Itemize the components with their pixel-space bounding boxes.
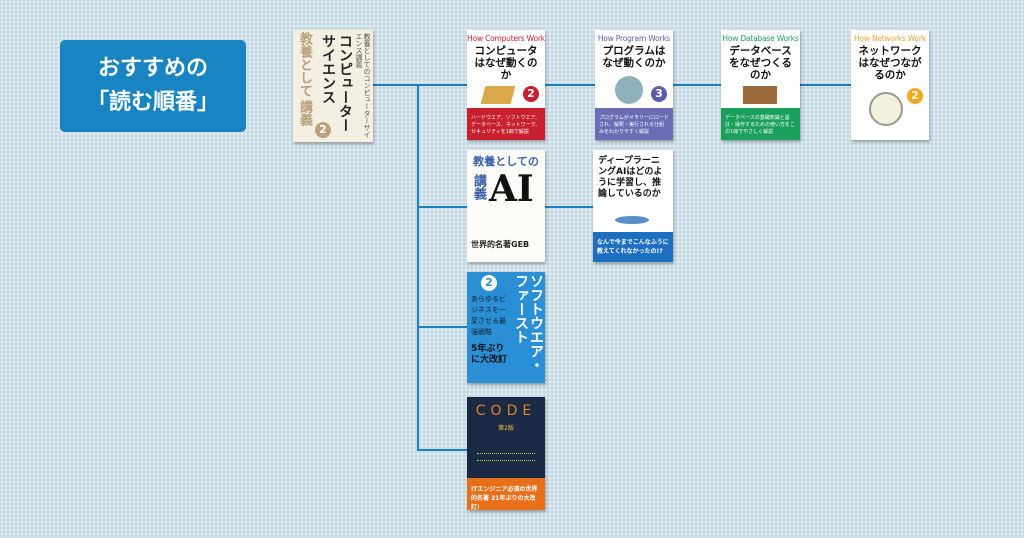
book-title: ネットワークはなぜつながるのか xyxy=(858,45,922,81)
book-cover-network[interactable]: How Networks Work ネットワークはなぜつながるのか 2 xyxy=(851,30,929,140)
book-band: なんで今までこんなふうに教えてくれなかったの!? xyxy=(593,232,673,262)
edition-badge: 3 xyxy=(651,86,667,102)
edition-badge: 2 xyxy=(907,88,923,104)
book-illustration xyxy=(480,86,516,104)
book-cover-ai[interactable]: 教養としての AI 講義 世界的名著GEB xyxy=(467,150,545,262)
book-cover-software-first[interactable]: 2 ソフトウエア・ファースト あらゆるビジネスを一変させる最強戦略 5年ぶりに大… xyxy=(467,272,545,383)
book-ai-tag: 世界的名著GEB xyxy=(471,240,530,249)
watch-illustration xyxy=(869,92,903,126)
whale-illustration xyxy=(615,216,649,224)
connector-software xyxy=(417,326,467,328)
book-title: ソフトウエア・ファースト xyxy=(513,274,544,372)
book-cs-full-title: 教養としてのコンピューターサイエンス講義 xyxy=(355,33,371,138)
book-series: How Program Works xyxy=(597,34,671,43)
circuit-illustration xyxy=(477,453,535,461)
book-series: How Networks Work xyxy=(854,34,926,43)
book-edition: 第2版 xyxy=(498,425,514,432)
book-band: ハードウエア、ソフトウエア、データベース、ネットワーク、セキュリティを1冊で解説 xyxy=(467,108,545,140)
book-title: データベースをなぜつくるのか xyxy=(729,45,792,81)
book-ai-top: 教養としての xyxy=(473,155,539,168)
reading-order-label: おすすめの 「読む順番」 xyxy=(60,40,246,132)
connector-vertical xyxy=(417,84,419,451)
book-band: プログラムがメモリーにロードされ、解釈・実行される仕組みをわかりやすく解説 xyxy=(595,108,673,140)
book-cover-code[interactable]: CODE 第2版 ITエンジニア必須の世界的名著 21年ぶりの大改訂! xyxy=(467,397,545,510)
book-cs-top: 教養として xyxy=(297,32,312,97)
book-title: プログラムはなぜ動くのか xyxy=(602,45,666,69)
globe-illustration xyxy=(615,76,643,104)
edition-badge: 2 xyxy=(481,275,497,291)
book-cover-database[interactable]: How Database Works データベースをなぜつくるのか データベース… xyxy=(721,30,800,140)
book-band: ITエンジニア必須の世界的名著 21年ぶりの大改訂! xyxy=(467,478,545,510)
label-line-2: 「読む順番」 xyxy=(86,90,219,115)
book-ai-big: AI xyxy=(489,168,534,210)
book-cover-deep-learning[interactable]: ディープラーニングAIはどのように学習し、推論しているのか なんで今までこんなふ… xyxy=(593,150,673,262)
chest-illustration xyxy=(743,86,777,104)
book-band: 5年ぶりに大改訂 xyxy=(471,344,508,365)
label-line-1: おすすめの xyxy=(97,56,208,81)
book-series: How Database Works xyxy=(722,34,799,43)
book-ai-bottom: 講義 xyxy=(471,174,486,200)
book-cover-program[interactable]: How Program Works プログラムはなぜ動くのか 3 プログラムがメ… xyxy=(595,30,673,140)
book-title: CODE xyxy=(475,403,537,419)
connector-code xyxy=(417,449,467,451)
book-series: How Computers Work xyxy=(467,34,545,43)
book-cover-computer-science[interactable]: 教養として コンピューターサイエンス 講義 教養としてのコンピューターサイエンス… xyxy=(293,30,373,142)
book-cover-computers[interactable]: How Computers Work コンピュータはなぜ動くのか 2 ハードウエ… xyxy=(467,30,545,140)
book-subtitle: あらゆるビジネスを一変させる最強戦略 xyxy=(471,295,506,336)
edition-badge: 2 xyxy=(315,122,331,138)
book-cs-main: コンピューターサイエンス xyxy=(320,34,353,132)
book-title: コンピュータはなぜ動くのか xyxy=(474,45,538,81)
book-cs-bottom: 講義 xyxy=(297,100,312,126)
book-band: データベースの基礎知識と設計・操作するための使い方をこの1冊でやさしく解説 xyxy=(721,108,800,140)
book-title: ディープラーニングAIはどのように学習し、推論しているのか xyxy=(598,156,663,199)
edition-badge: 2 xyxy=(523,86,539,102)
